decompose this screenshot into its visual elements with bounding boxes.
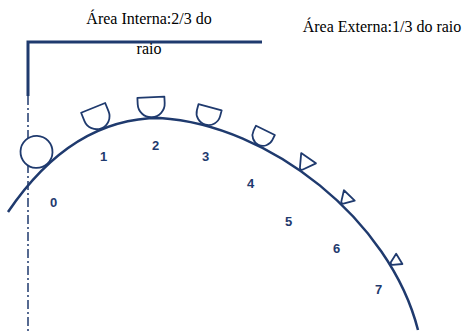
callout-number: 7 (375, 283, 382, 297)
callout-number: 6 (333, 242, 340, 256)
tool-profile (336, 190, 354, 208)
tool-profile (137, 97, 165, 118)
tool-profile (293, 153, 316, 175)
tool-profile (81, 103, 113, 133)
callout-number: 2 (152, 139, 159, 153)
tool-profile (249, 126, 275, 150)
callout-number: 1 (100, 150, 107, 164)
axis-line (27, 96, 29, 332)
callout-number: 3 (202, 150, 209, 164)
area-label: Área Interna:2/3 do raio (78, 4, 220, 64)
profile-curve (8, 118, 418, 330)
callout-number: 5 (285, 215, 292, 229)
area-label: Área Externa:1/3 do raio (302, 12, 462, 42)
tool-profile (14, 129, 59, 174)
callout-number: 4 (247, 177, 254, 191)
tool-profile (194, 104, 222, 128)
callout-number: 0 (50, 196, 57, 210)
shape-group (14, 97, 403, 270)
tool-profile (388, 254, 403, 269)
